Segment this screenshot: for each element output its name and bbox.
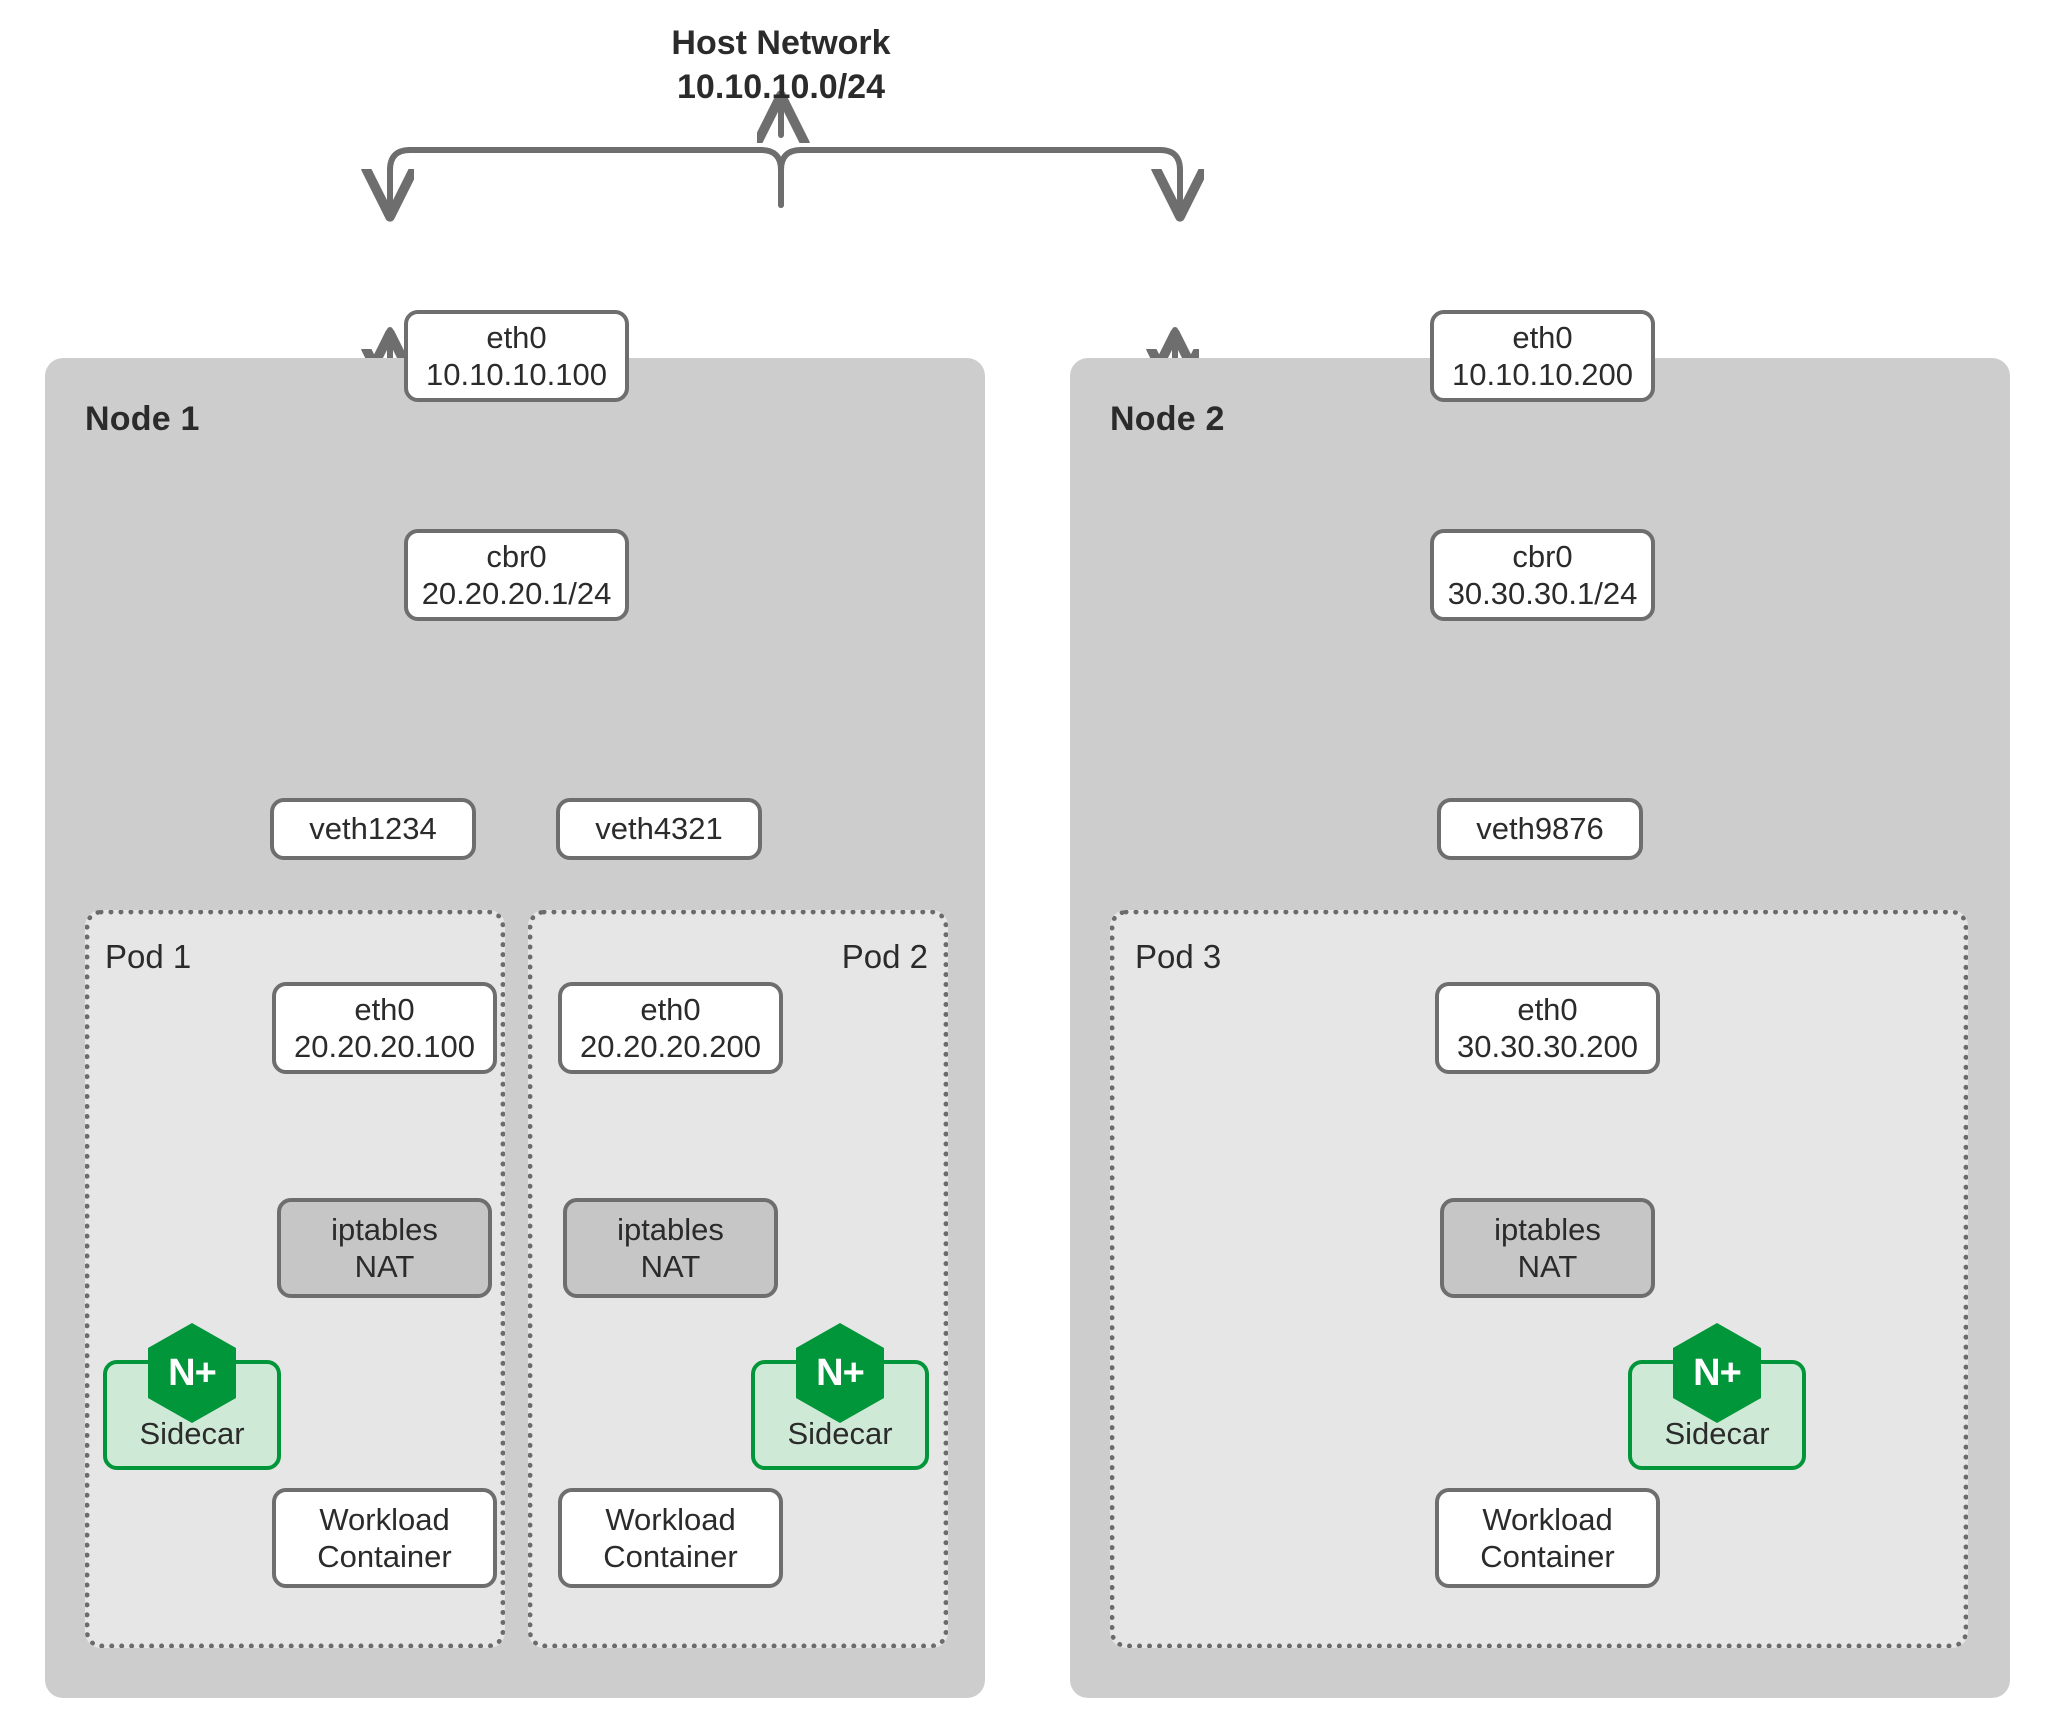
pod-1-nginx-plus-icon: N+ [148,1323,236,1423]
node-2-eth0-box[interactable]: eth0 10.10.10.200 [1430,310,1655,402]
node-2-cbr0-name: cbr0 [1512,538,1573,574]
pod-3-eth0-ip: 30.30.30.200 [1456,1029,1638,1064]
node-2-eth0-ip: 10.10.10.200 [1451,357,1633,392]
pod-1-eth0-box[interactable]: eth0 20.20.20.100 [272,982,497,1074]
pod-2-eth0-box[interactable]: eth0 20.20.20.200 [558,982,783,1074]
node-2-cbr0-box[interactable]: cbr0 30.30.30.1/24 [1430,529,1655,621]
node-2-eth0-name: eth0 [1512,319,1573,355]
pod-3-iptables-label: iptables [1494,1211,1601,1247]
pod-3-eth0-name: eth0 [1517,991,1578,1027]
node-1-cbr0-ip: 20.20.20.1/24 [421,576,612,611]
node-1-cbr0-box[interactable]: cbr0 20.20.20.1/24 [404,529,629,621]
pod-2-workload-line1: Workload [605,1501,736,1537]
pod-2-iptables-label: iptables [617,1211,724,1247]
pod-1-workload-line2: Container [317,1539,452,1574]
pod-3-nat-label: NAT [1517,1249,1578,1284]
node-2-veth9876-label: veth9876 [1476,811,1604,847]
pod-1-iptables-nat-box[interactable]: iptables NAT [277,1198,492,1298]
node-1-veth4321-label: veth4321 [595,811,723,847]
pod-3-nginx-plus-badge-text: N+ [1693,1351,1742,1394]
pod-2-eth0-ip: 20.20.20.200 [579,1029,761,1064]
node-2-cbr0-ip: 30.30.30.1/24 [1447,576,1638,611]
pod-1-eth0-name: eth0 [354,991,415,1027]
pod-2-nginx-plus-icon: N+ [796,1323,884,1423]
pod-1-label: Pod 1 [105,938,192,975]
pod-3-nginx-plus-icon: N+ [1673,1323,1761,1423]
pod-2-workload-container-box[interactable]: Workload Container [558,1488,783,1588]
pod-3-workload-line1: Workload [1482,1501,1613,1537]
pod-1-workload-container-box[interactable]: Workload Container [272,1488,497,1588]
pod-1-nat-label: NAT [354,1249,415,1284]
node-2-veth9876-box[interactable]: veth9876 [1437,798,1643,860]
pod-2-nginx-plus-badge-text: N+ [816,1351,865,1394]
page-title: Host Network 10.10.10.0/24 [581,22,981,109]
node-1-cbr0-name: cbr0 [486,538,547,574]
node-1-label: Node 1 [85,400,200,438]
pod-1-eth0-ip: 20.20.20.100 [293,1029,475,1064]
pod-3-eth0-box[interactable]: eth0 30.30.30.200 [1435,982,1660,1074]
pod-2-label: Pod 2 [841,938,928,975]
node-1-eth0-ip: 10.10.10.100 [425,357,607,392]
host-network-label: Host Network [671,24,891,62]
pod-2-iptables-nat-box[interactable]: iptables NAT [563,1198,778,1298]
pod-3-label: Pod 3 [1135,938,1222,975]
pod-2-nat-label: NAT [640,1249,701,1284]
pod-3-workload-container-box[interactable]: Workload Container [1435,1488,1660,1588]
pod-1-iptables-label: iptables [331,1211,438,1247]
node-2-label: Node 2 [1110,400,1225,438]
pod-3-iptables-nat-box[interactable]: iptables NAT [1440,1198,1655,1298]
node-1-eth0-box[interactable]: eth0 10.10.10.100 [404,310,629,402]
pod-2-eth0-name: eth0 [640,991,701,1027]
node-1-veth1234-box[interactable]: veth1234 [270,798,476,860]
pod-1-nginx-plus-badge-text: N+ [168,1351,217,1394]
node-1-eth0-name: eth0 [486,319,547,355]
pod-1-workload-line1: Workload [319,1501,450,1537]
pod-2-workload-line2: Container [603,1539,738,1574]
host-network-cidr: 10.10.10.0/24 [677,67,885,106]
node-1-veth4321-box[interactable]: veth4321 [556,798,762,860]
node-1-veth1234-label: veth1234 [309,811,437,847]
pod-3-workload-line2: Container [1480,1539,1615,1574]
